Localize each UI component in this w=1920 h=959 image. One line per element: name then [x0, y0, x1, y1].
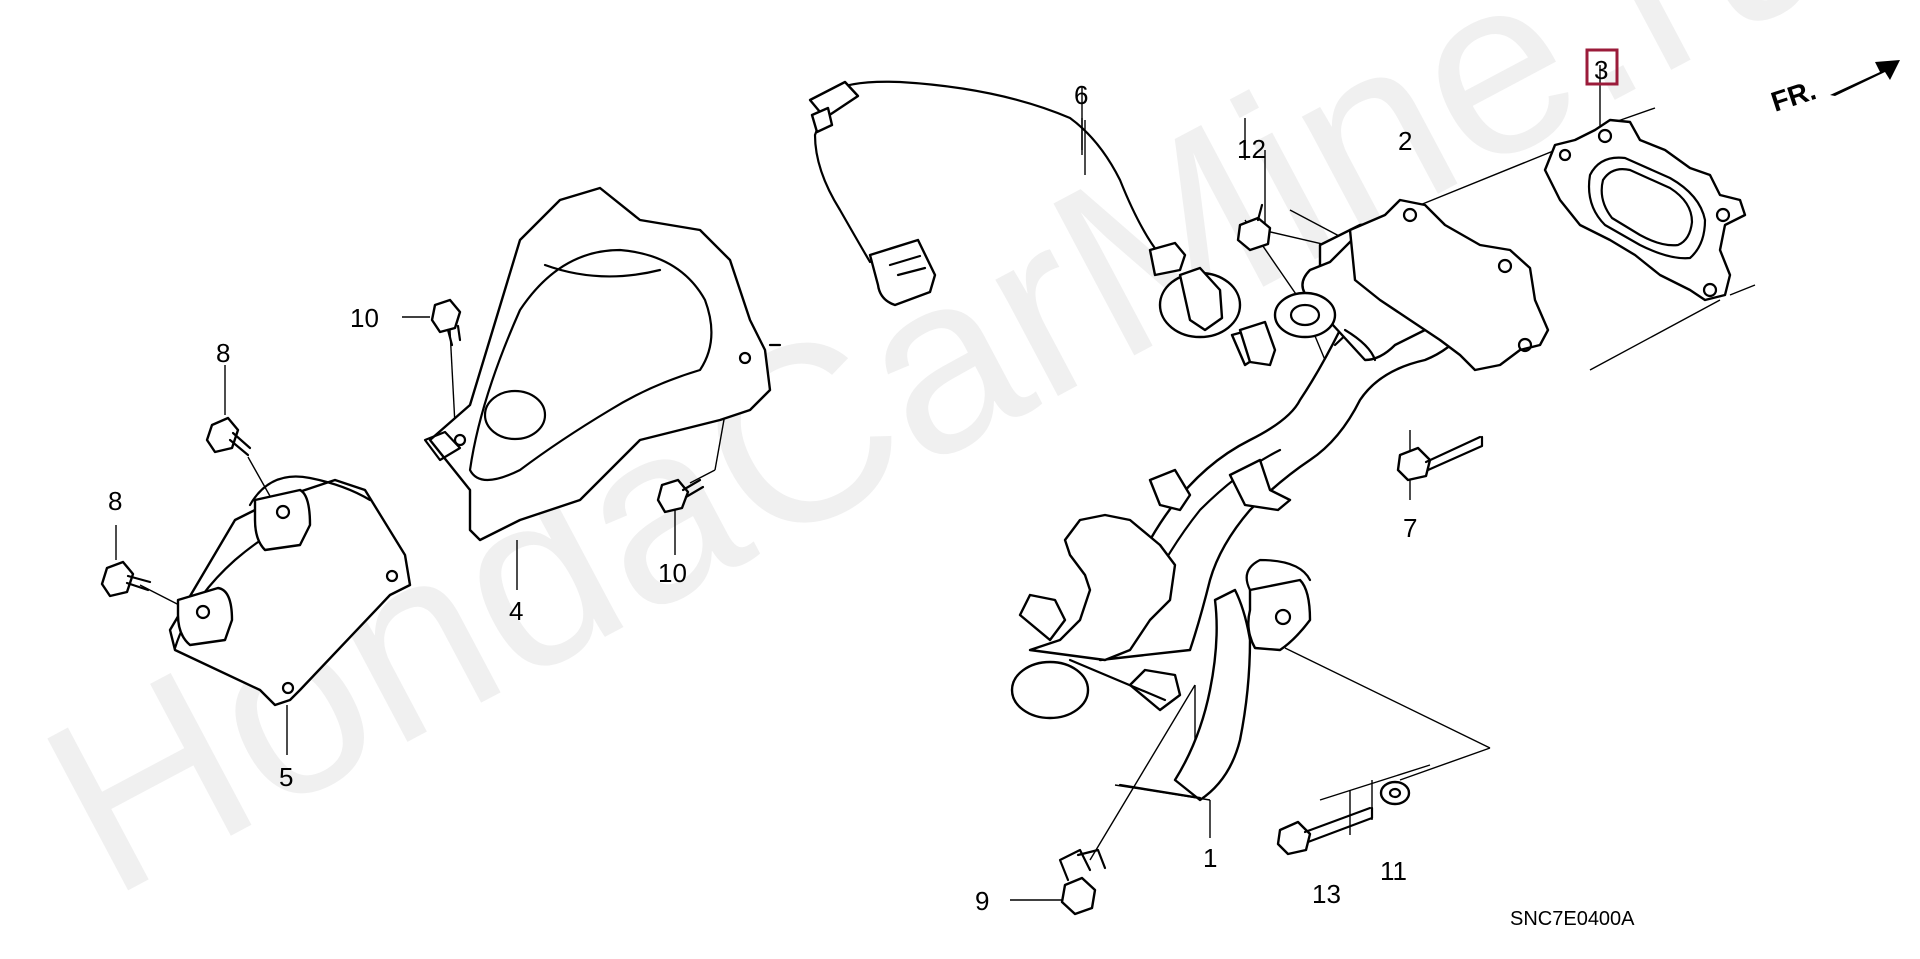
- nut-part-12: [1236, 203, 1272, 252]
- heat-shield-lower-part-5: [168, 475, 412, 707]
- callout-8-lower: 8: [108, 486, 122, 516]
- callout-1: 1: [1203, 843, 1217, 873]
- bolt-part-13: [1276, 806, 1374, 856]
- gasket-part-3: [1543, 118, 1747, 302]
- callout-7: 7: [1403, 513, 1417, 543]
- callout-3: 3: [1594, 55, 1608, 85]
- bolt-8-upper: [205, 416, 252, 457]
- callout-11: 11: [1380, 856, 1407, 886]
- callout-10-upper: 10: [350, 303, 379, 333]
- callout-13: 13: [1312, 879, 1341, 909]
- callout-2: 2: [1398, 126, 1412, 156]
- callout-9: 9: [975, 886, 989, 916]
- bolt-10-lower: [656, 478, 705, 514]
- callout-12: 12: [1237, 134, 1266, 164]
- bolt-part-7: [1396, 435, 1484, 482]
- direction-label: FR.: [1767, 74, 1819, 117]
- callout-labels: 1 2 3 4 5 6 7 8 8 9 10 10 11 12 13: [108, 48, 1619, 916]
- front-direction-arrow: FR.: [1767, 60, 1900, 118]
- oxygen-sensor-part-6: [808, 80, 1262, 367]
- callout-10-lower: 10: [658, 558, 687, 588]
- callout-4: 4: [509, 596, 523, 626]
- manifold-flange-part-2: [1348, 198, 1550, 372]
- callout-8-upper: 8: [216, 338, 230, 368]
- callout-6: 6: [1074, 80, 1088, 110]
- washer-part-11: [1379, 780, 1411, 806]
- callout-5: 5: [279, 762, 293, 792]
- bolt-8-lower: [100, 560, 152, 598]
- bolt-part-9: [1058, 848, 1107, 916]
- bolt-10-upper: [430, 298, 462, 347]
- front-pipe-part-1: [1010, 218, 1477, 802]
- diagram-code: SNC7E0400A: [1510, 908, 1635, 930]
- callout-3-highlight-box: [1585, 48, 1619, 86]
- heat-shield-upper-part-4: [423, 186, 782, 542]
